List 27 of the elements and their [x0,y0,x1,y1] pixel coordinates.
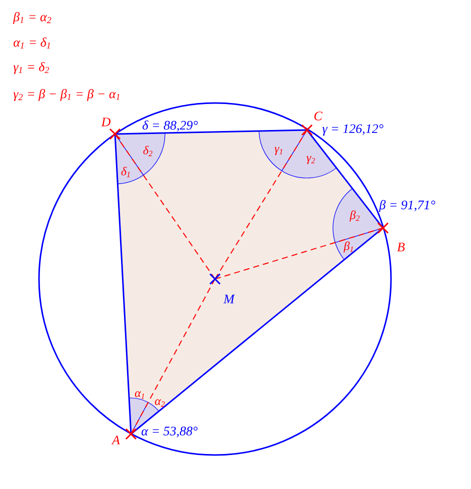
point-label: M [223,294,236,304]
angle-value: δ = 88,29° [142,120,198,132]
angle-label: β$_{1}$ [344,242,353,252]
dashed-line [214,130,308,280]
point-label: B [397,242,405,252]
angle-label: δ$_{2}$ [143,146,152,156]
point-label: A [111,436,120,444]
side-line [306,130,384,228]
angle-label: γ$_{2}$ [306,156,315,164]
angle-label: α$_{1}$ [134,391,144,399]
side-line [114,134,132,434]
equation: γ$_{1}$ = δ$_{2}$ [13,62,50,74]
point-label: D [101,118,110,126]
point-label: C [314,112,322,120]
equation: γ$_{2}$ = β − β$_{1}$ = β − α$_{1}$ [13,89,120,101]
angle-value: β = 91,71° [379,200,436,212]
dashed-line [214,228,384,280]
angle-label: γ$_{1}$ [274,146,282,156]
angle-label: α$_{2}$ [154,399,165,407]
angle-value: α = 53,88° [142,426,198,438]
equation: β$_{1}$ = α$_{2}$ [13,12,52,24]
side-line [114,129,308,135]
angle-value: γ = 126,12° [322,124,384,136]
dashed-line [130,278,216,434]
angle-label: β$_{2}$ [350,210,360,222]
angle-label: δ$_{1}$ [121,166,130,178]
equation: α$_{1}$ = δ$_{1}$ [14,38,50,48]
